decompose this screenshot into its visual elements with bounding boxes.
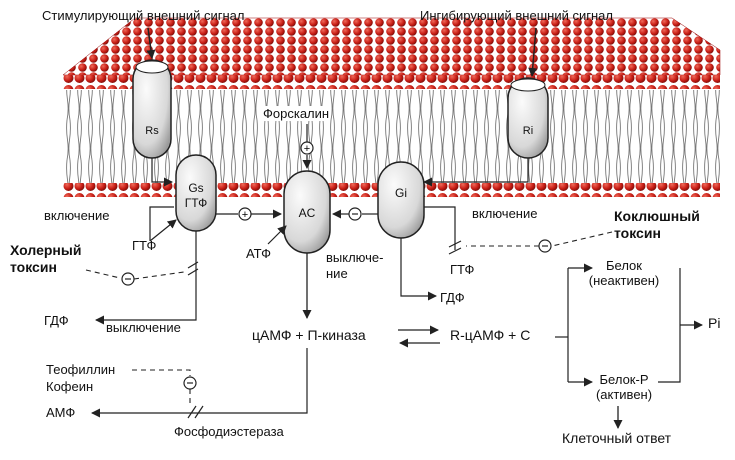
gi-label: Gi xyxy=(395,186,407,200)
amp-label: АМФ xyxy=(46,405,76,420)
svg-text:+: + xyxy=(242,209,248,221)
gdp-right-label: ГДФ xyxy=(440,290,465,305)
svg-text:+: + xyxy=(304,143,310,155)
inhib-signal-label: Ингибирующий внешний сигнал xyxy=(420,8,613,23)
inhib-signal-arrow xyxy=(528,27,538,77)
camp-pkinase-label: цАМФ + П-киназа xyxy=(252,327,366,343)
r-camp-c-label: R-цАМФ + С xyxy=(450,327,531,343)
pi-label: Pi xyxy=(708,315,721,331)
forskolin-label: Форскалин xyxy=(262,106,331,121)
theophylline-caffeine-label: Теофиллин Кофеин xyxy=(46,362,116,394)
ac-label: AC xyxy=(298,206,316,220)
rs-label: Rs xyxy=(145,125,159,137)
protein-p-active-label: Белок-Р (активен) xyxy=(595,372,653,402)
phosphodiesterase-label: Фосфодиэстераза xyxy=(174,424,284,439)
off-left-label: выключение xyxy=(106,320,181,335)
stim-signal-label: Стимулирующий внешний сигнал xyxy=(42,8,245,23)
stim-signal-arrow xyxy=(146,27,156,59)
on-right-label: включение xyxy=(472,206,538,221)
forskolin-plus xyxy=(300,141,314,155)
gs-gtp-label: Gs ГТФ xyxy=(184,181,208,210)
ri-label: Ri xyxy=(522,125,534,137)
off-middle-label: выключе- ние xyxy=(326,250,384,281)
cholera-toxin-label: Холерный токсин xyxy=(10,242,82,275)
gtp-left-label: ГТФ xyxy=(132,238,157,253)
atp-label: АТФ xyxy=(246,246,272,261)
pertussis-toxin-label: Коклюшный токсин xyxy=(614,208,700,241)
cell-response-label: Клеточный ответ xyxy=(562,430,672,446)
cholera-toxin-inhibition xyxy=(85,269,121,279)
gdp-left-label: ГДФ xyxy=(44,313,69,328)
protein-inactive-label: Белок (неактивен) xyxy=(588,258,660,288)
gtp-right-label: ГТФ xyxy=(450,262,475,277)
on-left-label: включение xyxy=(44,208,110,223)
rs-receptor xyxy=(132,59,172,159)
pertussis-toxin-inhibition xyxy=(551,231,613,247)
theophylline-inhibition xyxy=(132,369,191,376)
